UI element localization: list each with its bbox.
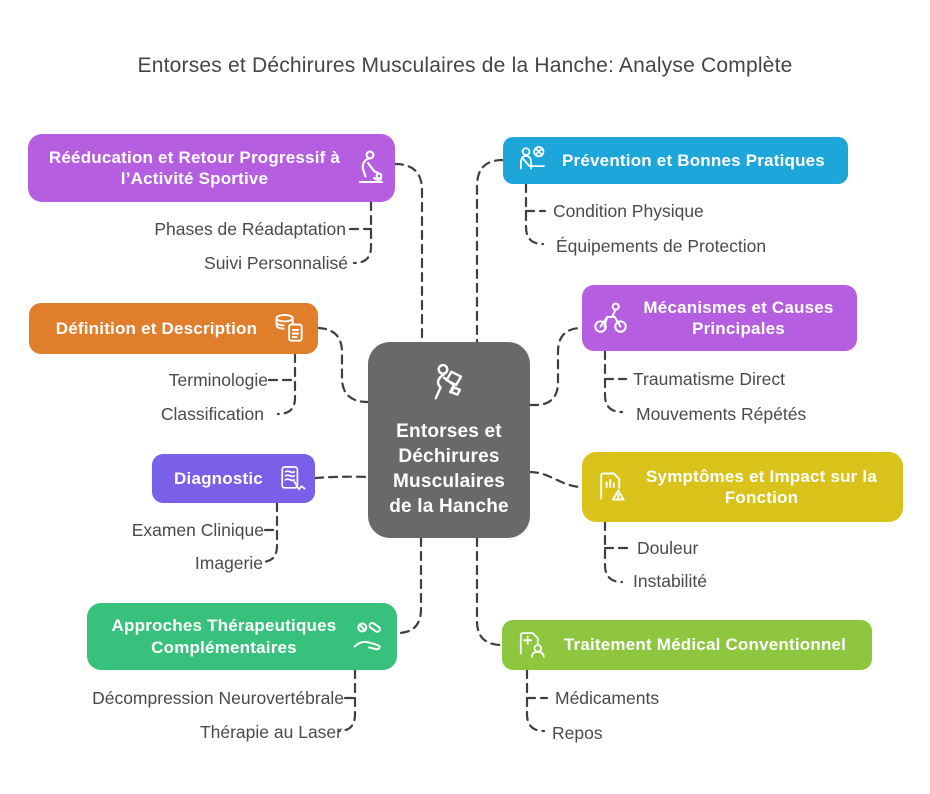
- subtopic-traumatisme-direct: Traumatisme Direct: [633, 369, 786, 389]
- connector-symptomes-children: [603, 520, 624, 584]
- person-safety-icon: [515, 144, 549, 178]
- topic-label: Diagnostic: [174, 468, 263, 488]
- topic-label: Définition et Description: [55, 318, 258, 338]
- subtopic-therapie-laser: Thérapie au Laser: [199, 722, 342, 742]
- subtopic-imagerie: Imagerie: [194, 553, 263, 573]
- subtopic-medicaments: Médicaments: [555, 688, 660, 708]
- connector-traitement-children: [525, 668, 546, 733]
- topic-label: Traitement Médical Conventionnel: [563, 635, 847, 655]
- topic-node-definition[interactable]: Définition et Description: [29, 303, 318, 354]
- subtopic-phases-readaptation: Phases de Réadaptation: [154, 219, 346, 239]
- topic-label: Rééducation et Retour Progressif à l’Act…: [48, 147, 341, 188]
- subtopic-repos: Repos: [552, 723, 603, 743]
- connector-prevention-children: [524, 182, 545, 246]
- connector-mecanismes-children: [603, 349, 624, 414]
- central-topic-node[interactable]: Entorses et Déchirures Musculaires de la…: [368, 342, 530, 538]
- subtopic-examen-clinique: Examen Clinique: [131, 520, 264, 540]
- topic-node-mecanismes[interactable]: Mécanismes et Causes Principales: [582, 285, 857, 351]
- subtopic-mouvements-repetes: Mouvements Répétés: [636, 404, 807, 424]
- topic-node-prevention[interactable]: Prévention et Bonnes Pratiques: [503, 137, 848, 184]
- connector-center-symptomes: [528, 470, 584, 489]
- cyclist-icon: [592, 299, 630, 337]
- subtopic-terminologie: Terminologie: [168, 370, 268, 390]
- topic-label: Prévention et Bonnes Pratiques: [562, 150, 825, 170]
- subtopic-equipements-protection: Équipements de Protection: [556, 236, 767, 256]
- hand-pills-icon: [349, 618, 387, 656]
- topic-node-traitement[interactable]: Traitement Médical Conventionnel: [502, 620, 872, 670]
- connector-definition-children: [276, 352, 297, 416]
- connector-center-approches: [395, 536, 423, 635]
- connector-center-traitement: [475, 536, 504, 647]
- topic-label: Symptômes et Impact sur la Fonction: [646, 466, 877, 507]
- topic-node-diagnostic[interactable]: Diagnostic: [152, 454, 315, 503]
- subtopic-condition-physique: Condition Physique: [553, 201, 704, 221]
- subtopic-instabilite: Instabilité: [633, 571, 707, 591]
- subtopic-douleur: Douleur: [637, 538, 699, 558]
- topic-label: Mécanismes et Causes Principales: [643, 297, 834, 338]
- medical-document-icon: [514, 628, 548, 662]
- scan-document-icon: [275, 463, 307, 495]
- subtopic-classification: Classification: [160, 404, 264, 424]
- connector-diagnostic-center: [313, 475, 370, 480]
- database-document-icon: [272, 311, 308, 347]
- topic-label: Approches Thérapeutiques Complémentaires: [111, 616, 337, 657]
- physiotherapy-icon: [347, 148, 387, 188]
- subtopic-decompression-neurovertebrale: Décompression Neurovertébrale: [92, 688, 344, 708]
- topic-node-reeducation[interactable]: Rééducation et Retour Progressif à l’Act…: [28, 134, 395, 202]
- subtopic-suivi-personnalise: Suivi Personnalisé: [204, 253, 348, 273]
- page-title: Entorses et Déchirures Musculaires de la…: [137, 54, 793, 77]
- connector-rehab-children: [352, 200, 373, 265]
- slipping-person-icon: [425, 361, 473, 409]
- central-topic-label: Entorses et Déchirures Musculaires de la…: [389, 420, 509, 518]
- connector-rehab-center: [393, 162, 424, 344]
- report-warning-icon: [594, 469, 630, 505]
- topic-node-approches[interactable]: Approches Thérapeutiques Complémentaires: [87, 603, 397, 670]
- topic-node-symptomes[interactable]: Symptômes et Impact sur la Fonction: [582, 452, 903, 522]
- connector-center-mecanismes: [528, 326, 584, 407]
- connector-definition-center: [316, 326, 370, 404]
- connector-prevention-center: [475, 158, 505, 344]
